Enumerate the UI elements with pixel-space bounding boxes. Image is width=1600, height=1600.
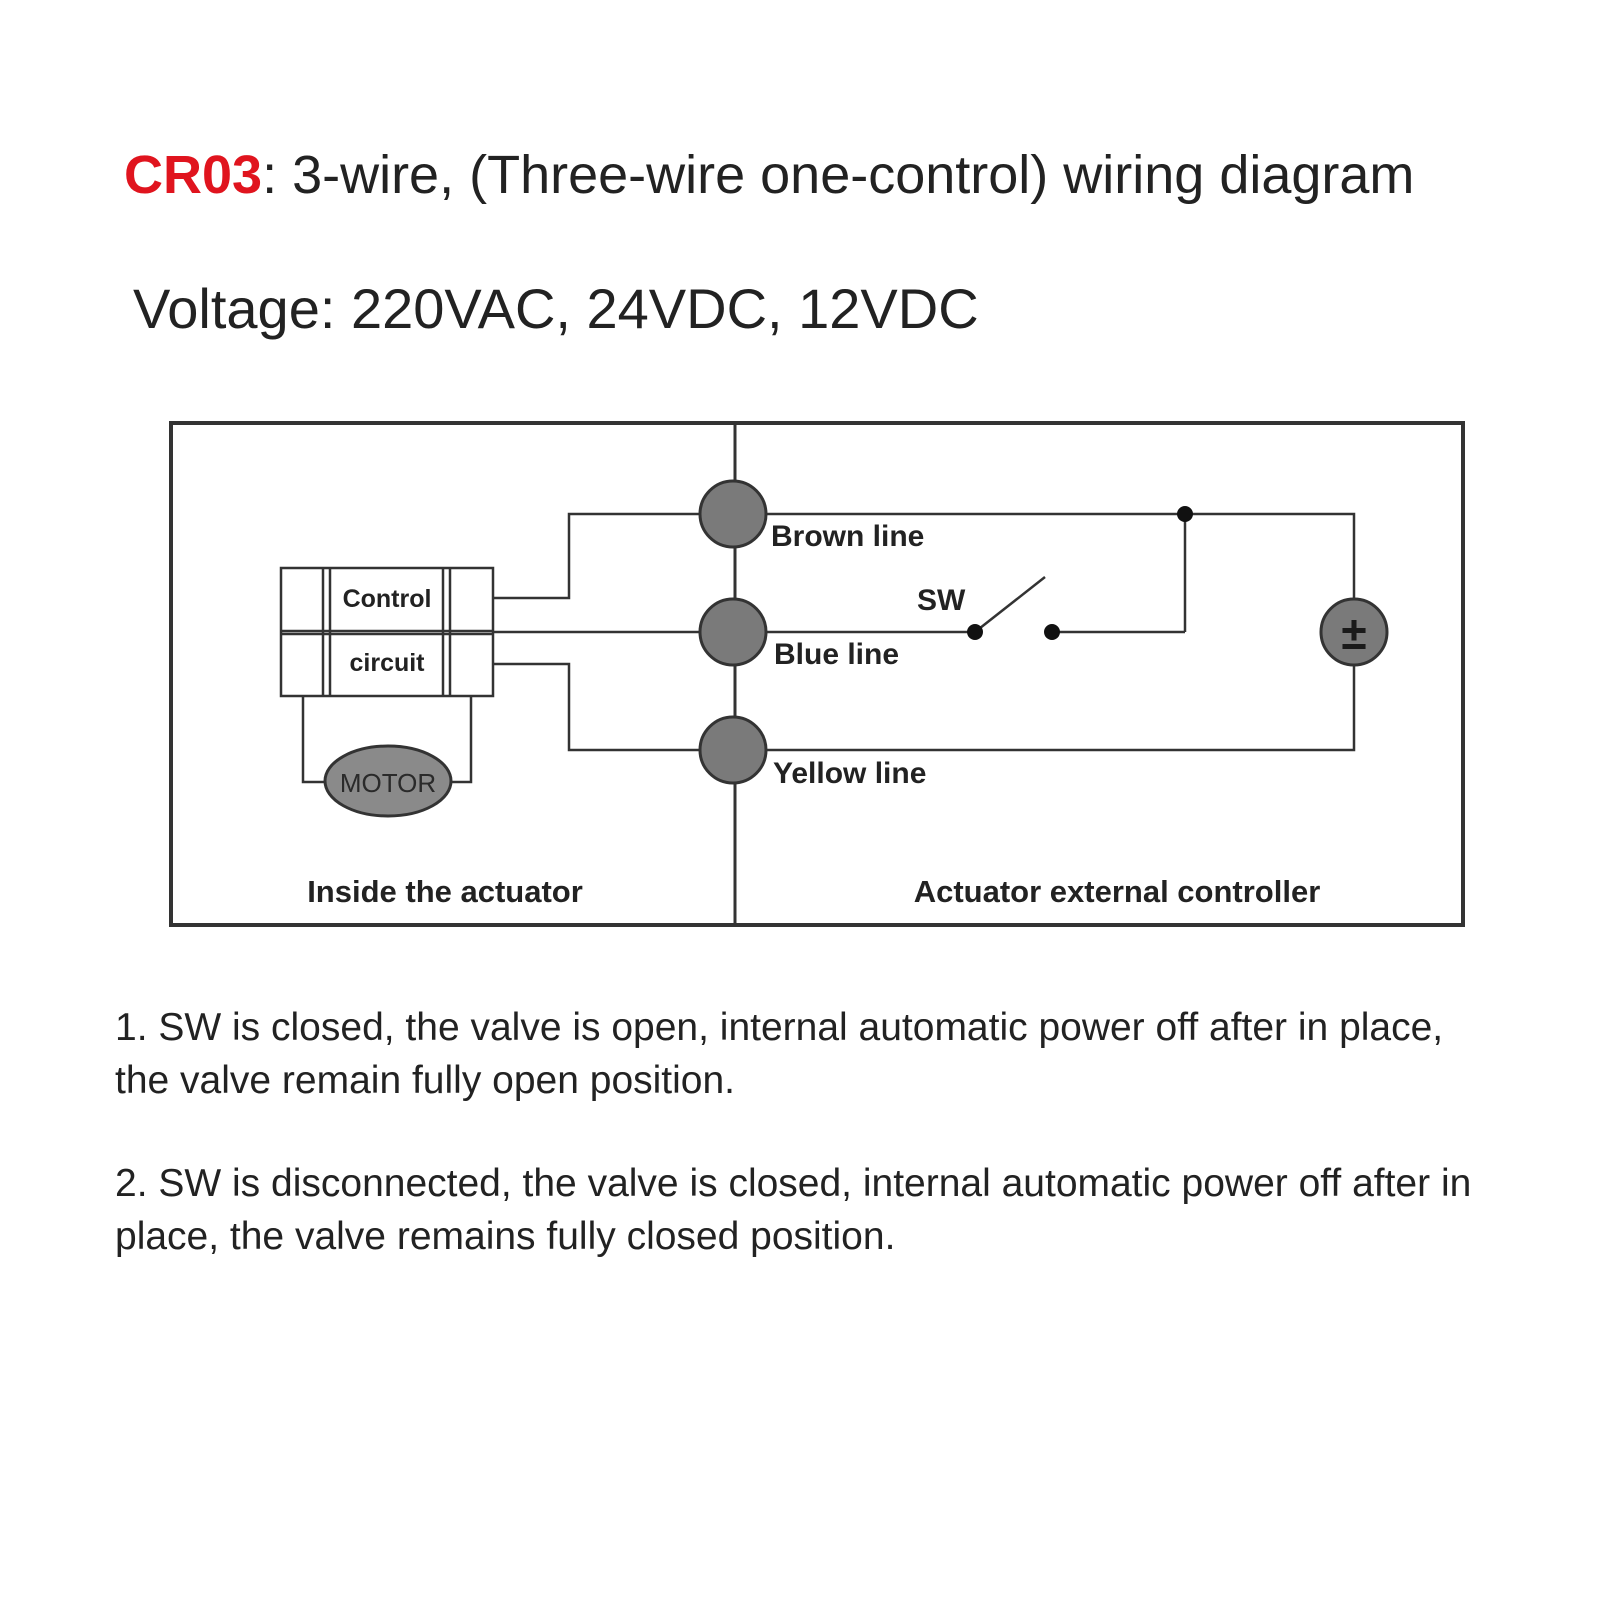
yellow-terminal [698, 715, 768, 785]
internal-wires [493, 512, 735, 752]
note-switch-closed: 1. SW is closed, the valve is open, inte… [115, 1006, 1444, 1102]
note-switch-open: 2. SW is disconnected, the valve is clos… [115, 1162, 1472, 1258]
junction-dot [1177, 506, 1193, 522]
motor-label: MOTOR [340, 768, 436, 798]
title-text: : 3-wire, (Three-wire one-control) wirin… [262, 145, 1415, 205]
yellow-line-label: Yellow line [773, 757, 926, 790]
control-label: Control [343, 585, 432, 613]
motor-wire [301, 696, 325, 784]
brown-terminal [698, 479, 768, 549]
inside-actuator-label: Inside the actuator [307, 874, 583, 909]
switch-contact-left [967, 624, 983, 640]
circuit-label: circuit [349, 649, 425, 677]
brown-line-label: Brown line [771, 520, 924, 553]
diagram-frame [169, 421, 1465, 927]
motor [323, 744, 453, 818]
diagram-title: CR03: 3-wire, (Three-wire one-control) w… [124, 143, 1414, 207]
switch-label: SW [917, 584, 966, 617]
power-source [1319, 597, 1389, 667]
switch-contact-right [1044, 624, 1060, 640]
external-wires [735, 512, 1356, 752]
blue-terminal [698, 597, 768, 667]
model-code: CR03 [124, 145, 263, 205]
voltage-spec: Voltage: 220VAC, 24VDC, 12VDC [133, 277, 979, 340]
external-controller-label: Actuator external controller [914, 874, 1321, 909]
motor-wire-right [449, 696, 473, 784]
blue-line-label: Blue line [774, 638, 899, 671]
power-symbol: ± [1341, 607, 1366, 659]
